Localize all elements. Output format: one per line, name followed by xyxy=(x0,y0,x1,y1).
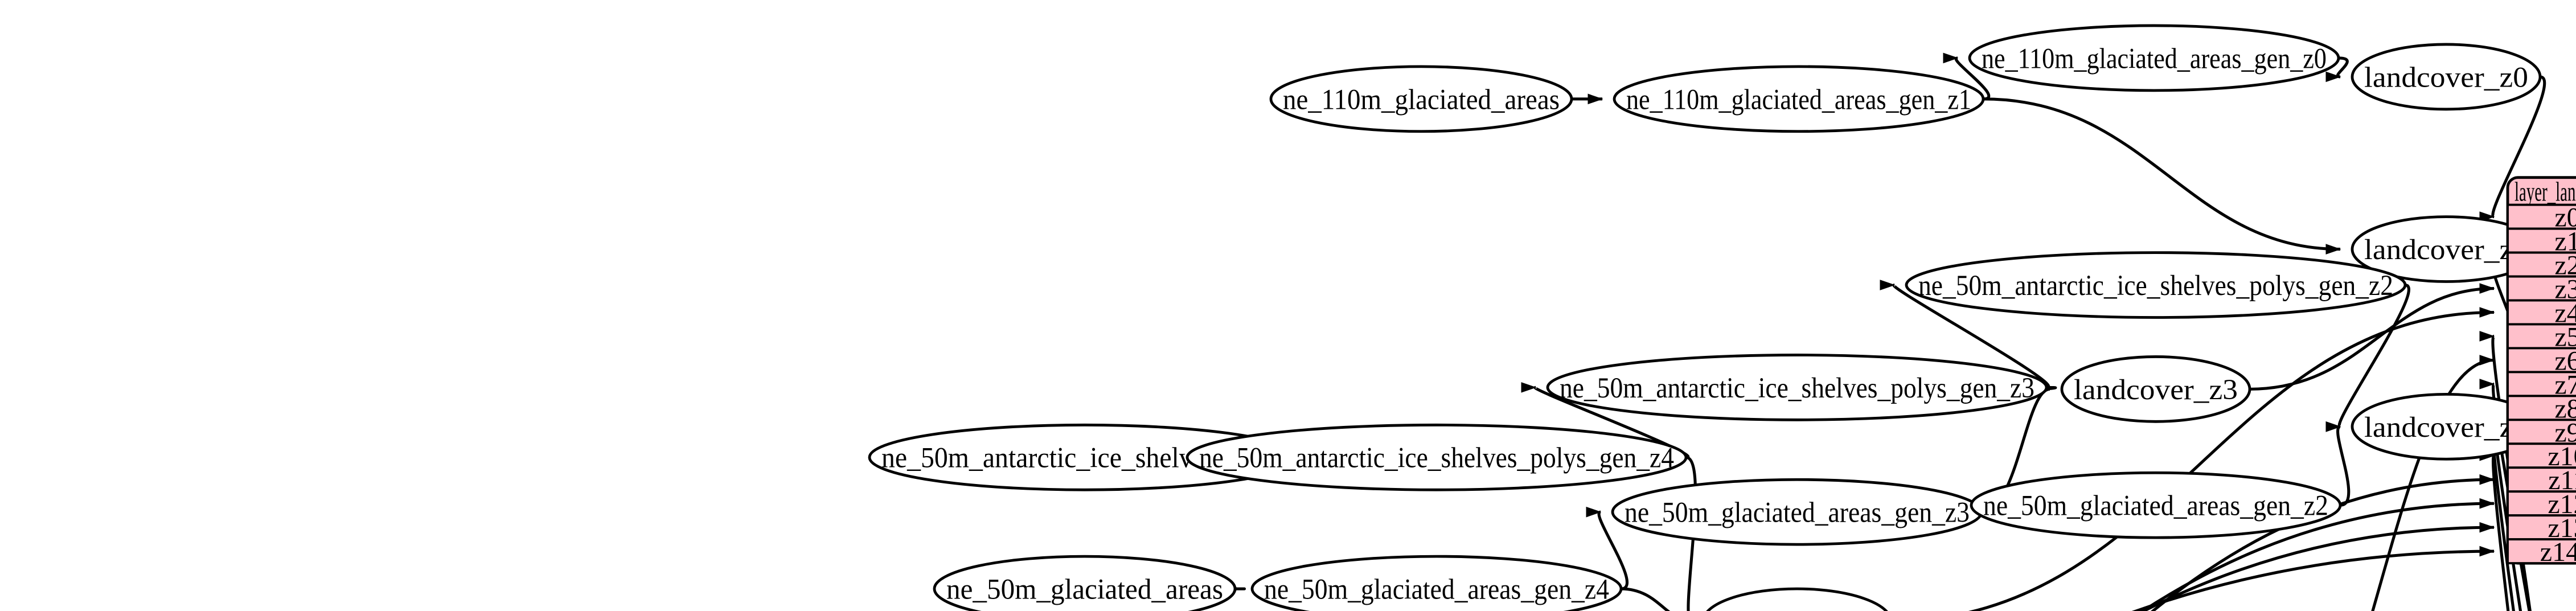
node-shape-ne_50m_glaciated_areas_gen_z3 xyxy=(1611,478,1983,546)
layer-table-row-z8[interactable] xyxy=(2507,395,2576,421)
node-shape-ne_110m_glaciated_areas xyxy=(1269,65,1573,133)
edge-landcover_z6-to-layer_landcover-z6 xyxy=(2371,355,2495,611)
layer-table-row-z9[interactable] xyxy=(2507,419,2576,445)
node-ne_110m_glaciated_areas_gen_z1[interactable]: ne_110m_glaciated_areas_gen_z1 xyxy=(1613,65,1985,133)
node-shape-ne_50m_antarctic_ice_shelves_polys_gen_z3 xyxy=(1546,354,2048,421)
layer-table-row-z3[interactable] xyxy=(2507,275,2576,302)
edge-ne_50m_glaciated_areas_gen_z2-to-landcover_z2 xyxy=(2325,421,2351,507)
node-ne_50m_glaciated_areas_gen_z3[interactable]: ne_50m_glaciated_areas_gen_z3 xyxy=(1611,478,1983,546)
edge-landcover_z4-to-layer_landcover-z4 xyxy=(1968,307,2495,611)
edge-ne_50m_glaciated_areas_gen_z4-to-ne_50m_glaciated_areas_gen_z3 xyxy=(1586,507,1629,591)
node-shape-ne_50m_glaciated_areas xyxy=(933,555,1237,611)
edge-ne_110m_glaciated_areas_gen_z1-to-landcover_z1 xyxy=(1983,97,2341,255)
node-landcover_z0[interactable]: landcover_z0 xyxy=(2351,43,2542,111)
layer-table-row-z4[interactable] xyxy=(2507,299,2576,326)
layer-table-row-z13[interactable] xyxy=(2507,514,2576,541)
node-landcover_z4[interactable]: landcover_z4 xyxy=(1703,587,1891,611)
node-shape-landcover_z4 xyxy=(1706,587,1888,611)
layer-table-row-z0[interactable] xyxy=(2507,203,2576,230)
layer-table-row-z14p[interactable] xyxy=(2507,538,2576,565)
node-ne_50m_antarctic_ice_shelves_polys_gen_z3[interactable]: ne_50m_antarctic_ice_shelves_polys_gen_z… xyxy=(1546,354,2048,421)
node-shape-ne_50m_antarctic_ice_shelves_polys_gen_z4 xyxy=(1186,423,1688,491)
edge-osm_landcover_gen_z13-to-layer_landcover-z13 xyxy=(2140,522,2495,611)
edge-osm_landcover_gen_z10-to-layer_landcover-z10 xyxy=(2479,451,2510,611)
edge-ne_110m_glaciated_areas_gen_z1-to-ne_110m_glaciated_areas_gen_z0 xyxy=(1943,52,1991,101)
node-ne_50m_glaciated_areas[interactable]: ne_50m_glaciated_areas xyxy=(933,555,1237,611)
layer-table-row-z5[interactable] xyxy=(2507,323,2576,350)
node-ne_50m_antarctic_ice_shelves_polys_gen_z2[interactable]: ne_50m_antarctic_ice_shelves_polys_gen_z… xyxy=(1905,251,2407,319)
node-shape-landcover_z0 xyxy=(2351,43,2542,111)
edge-ne_50m_glaciated_areas_gen_z4-to-landcover_z4 xyxy=(1621,587,1671,611)
layer-table-row-z12[interactable] xyxy=(2507,490,2576,517)
node-ne_50m_antarctic_ice_shelves_polys_gen_z4[interactable]: ne_50m_antarctic_ice_shelves_polys_gen_z… xyxy=(1186,423,1688,491)
layer-table-row-z7[interactable] xyxy=(2507,371,2576,397)
node-ne_110m_glaciated_areas_gen_z0[interactable]: ne_110m_glaciated_areas_gen_z0 xyxy=(1968,24,2340,92)
edge-ne_50m_antarctic_ice_shelves_polys_gen_z3-to-ne_50m_antarctic_ice_shelves_polys_gen_z2 xyxy=(1880,280,2050,389)
node-shape-ne_110m_glaciated_areas_gen_z1 xyxy=(1613,65,1985,133)
node-ne_50m_glaciated_areas_gen_z2[interactable]: ne_50m_glaciated_areas_gen_z2 xyxy=(1970,471,2342,539)
layer-table-row-z2[interactable] xyxy=(2507,251,2576,278)
layer-table-row-z6[interactable] xyxy=(2507,347,2576,374)
node-shape-ne_110m_glaciated_areas_gen_z0 xyxy=(1968,24,2340,92)
node-shape-ne_50m_glaciated_areas_gen_z2 xyxy=(1970,471,2342,539)
nodes-layer: imposm3osm_landcover_polygonsimplify_vw_… xyxy=(868,24,2542,611)
edge-osm_landcover_gen_z9-to-layer_landcover-z9 xyxy=(2479,427,2515,611)
layer-landcover-table: layer_landcoverz0z1z2z3z4z5z6z7z8z9z10z1… xyxy=(2506,176,2576,567)
edge-landcover_z0-to-layer_landcover-z0 xyxy=(2479,75,2546,222)
node-ne_110m_glaciated_areas[interactable]: ne_110m_glaciated_areas xyxy=(1269,65,1573,133)
node-landcover_z3[interactable]: landcover_z3 xyxy=(2060,355,2251,423)
node-shape-landcover_z3 xyxy=(2060,355,2251,423)
node-ne_50m_glaciated_areas_gen_z4[interactable]: ne_50m_glaciated_areas_gen_z4 xyxy=(1250,555,1623,611)
layer-table-row-z1[interactable] xyxy=(2507,227,2576,254)
node-shape-ne_50m_antarctic_ice_shelves_polys_gen_z2 xyxy=(1905,251,2407,319)
edge-osm_landcover_gen_z12-to-layer_landcover-z12 xyxy=(2140,498,2495,611)
edge-ne_50m_antarctic_ice_shelves_polys_gen_z2-to-landcover_z2 xyxy=(2325,283,2410,432)
node-shape-ne_50m_glaciated_areas_gen_z4 xyxy=(1250,555,1623,611)
layer-table-row-z10[interactable] xyxy=(2507,442,2576,469)
layer-table-row-z11[interactable] xyxy=(2507,466,2576,493)
edge-osm_landcover_gen_z11-to-layer_landcover-z11 xyxy=(2151,474,2495,611)
edge-ne_110m_glaciated_areas_gen_z0-to-landcover_z0 xyxy=(2325,56,2349,83)
